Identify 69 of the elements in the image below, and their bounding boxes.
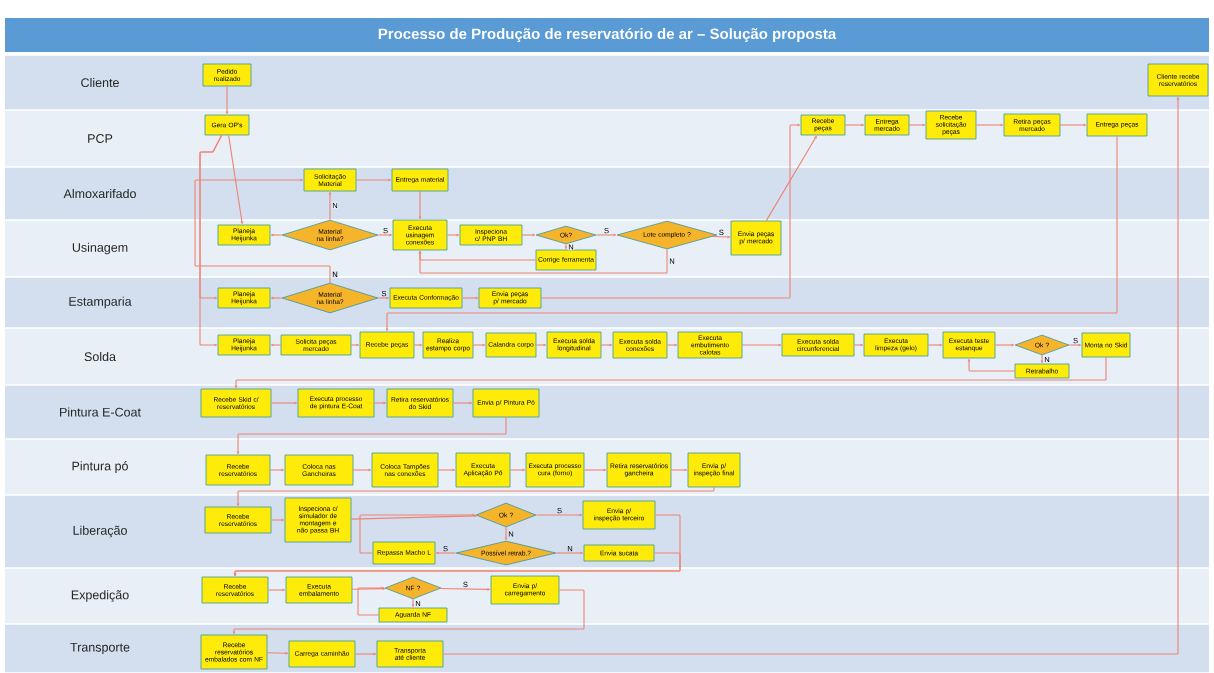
arrow [270, 518, 285, 522]
arrow [351, 587, 386, 590]
arrow [355, 178, 392, 182]
arrow [555, 551, 584, 555]
arrow [352, 468, 372, 472]
arrow [270, 343, 282, 347]
arrow [354, 652, 377, 656]
arrow [540, 123, 801, 299]
arrow [228, 134, 244, 225]
arrow [927, 343, 943, 347]
arrow [413, 343, 423, 347]
arrow [232, 589, 585, 635]
arrow [194, 178, 331, 284]
arrow [600, 343, 613, 347]
arrow [359, 513, 476, 554]
arrow [439, 587, 491, 591]
arrow [411, 598, 415, 608]
arrow [236, 416, 507, 455]
arrow [853, 343, 864, 347]
arrow [595, 233, 617, 237]
arrow [377, 233, 393, 237]
arrow [521, 233, 536, 237]
arrow [1040, 354, 1044, 364]
arrow [234, 356, 1107, 389]
arrow [199, 134, 223, 347]
arrow [267, 588, 286, 592]
arrow [452, 401, 473, 405]
arrow [266, 651, 289, 655]
arrow [994, 343, 1015, 347]
arrow [435, 551, 457, 555]
arrow [270, 296, 283, 300]
arrow [328, 191, 332, 221]
arrow [442, 96, 1180, 655]
arrow [765, 135, 817, 222]
arrow [504, 526, 508, 541]
arrow [666, 343, 678, 347]
arrow [461, 296, 479, 300]
arrow [269, 468, 285, 472]
arrow [1068, 343, 1082, 347]
arrow [437, 468, 456, 472]
arrow [741, 343, 782, 347]
arrow [350, 514, 477, 520]
arrow [711, 235, 731, 239]
arrow [385, 135, 1118, 332]
arrow [418, 190, 422, 220]
title-banner: Processo de Produção de reservatório de ar – Solução proposta [5, 18, 1209, 52]
arrow [844, 123, 865, 127]
arrow [535, 343, 547, 347]
arrow [1059, 123, 1087, 127]
arrow [446, 233, 460, 237]
arrow [509, 468, 526, 472]
arrow [472, 343, 486, 347]
arrow [233, 552, 681, 577]
arrow [377, 296, 390, 300]
arrow [967, 358, 1016, 372]
arrow [583, 468, 607, 472]
arrow [418, 248, 668, 274]
arrow [270, 401, 298, 405]
arrow [975, 123, 1004, 127]
arrow [236, 486, 715, 507]
arrow [357, 586, 385, 616]
arrow [908, 123, 926, 127]
arrow [270, 233, 283, 237]
arrow [373, 401, 387, 405]
arrow [564, 243, 568, 250]
arrow [225, 85, 229, 115]
arrow [670, 468, 688, 472]
arrow [350, 343, 360, 347]
arrow [535, 513, 583, 517]
